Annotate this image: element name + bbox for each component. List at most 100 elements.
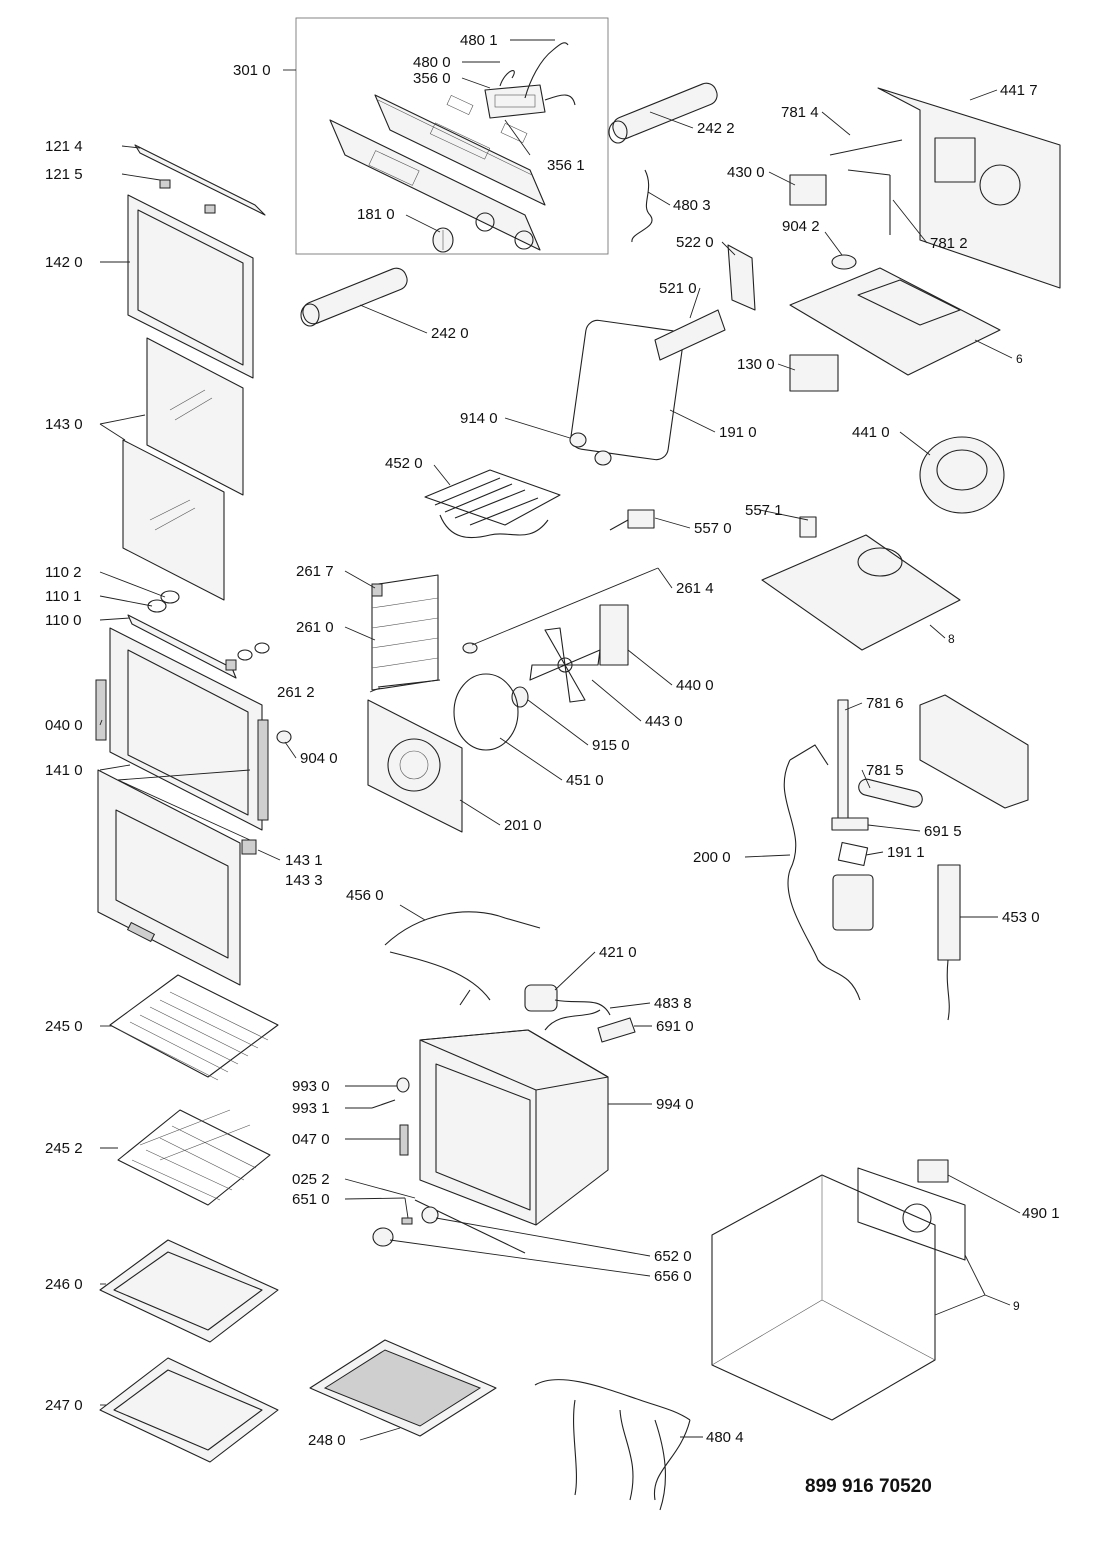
control-panel-frame: [295, 17, 609, 255]
label-440-0: 440 0: [676, 677, 714, 694]
outer-door-frame: [109, 627, 263, 831]
float-691-5: [831, 817, 869, 831]
tube-781-5: [858, 778, 923, 808]
document-number: 899 916 70520: [805, 1476, 932, 1497]
label-143-0: 143 0: [45, 416, 83, 433]
label-025-2: 025 2: [292, 1171, 330, 1188]
label-301-0: 301 0: [233, 62, 271, 79]
label-483-8: 483 8: [654, 995, 692, 1012]
handle-disc-110-1: [147, 599, 167, 613]
label-6: 6: [1016, 352, 1023, 366]
label-557-0: 557 0: [694, 520, 732, 537]
lamp-656-0: [372, 1227, 394, 1247]
lamp-651-0: [401, 1217, 413, 1225]
door-bracket: [241, 839, 257, 855]
water-tank: [832, 874, 874, 931]
thermostat-557-1: [799, 516, 817, 538]
door-top-profile: [134, 144, 266, 216]
part-labels: 301 0 480 1 480 0 356 0 356 1 181 0 242 …: [45, 32, 1060, 1449]
label-245-2: 245 2: [45, 1140, 83, 1157]
label-356-1: 356 1: [547, 157, 585, 174]
control-panel-back: [374, 94, 546, 206]
label-191-1: 191 1: [887, 844, 925, 861]
label-245-0: 245 0: [45, 1018, 83, 1035]
capacitor: [524, 984, 558, 1012]
label-247-0: 247 0: [45, 1397, 83, 1414]
label-143-3: 143 3: [285, 872, 323, 889]
label-915-0: 915 0: [592, 737, 630, 754]
label-781-2: 781 2: [930, 235, 968, 252]
label-261-0: 261 0: [296, 619, 334, 636]
back-panel: [877, 87, 1061, 289]
center-parts: [300, 82, 756, 1511]
label-130-0: 130 0: [737, 356, 775, 373]
seal-191-1: [837, 841, 869, 867]
label-691-5: 691 5: [924, 823, 962, 840]
relay-board-521-0: [654, 309, 726, 361]
door-handle: [127, 614, 237, 679]
door-bumper: [276, 730, 292, 744]
electronic-board: [484, 84, 546, 119]
door-hinge-right: [257, 719, 269, 821]
label-480-1: 480 1: [460, 32, 498, 49]
label-141-0: 141 0: [45, 762, 83, 779]
label-656-0: 656 0: [654, 1268, 692, 1285]
label-781-5: 781 5: [866, 762, 904, 779]
label-904-0: 904 0: [300, 750, 338, 767]
label-441-7: 441 7: [1000, 82, 1038, 99]
handle-disc-110-2: [160, 590, 180, 604]
label-200-0: 200 0: [693, 849, 731, 866]
thermostat-557-0: [627, 509, 655, 529]
lamp-holder-652-0: [421, 1206, 439, 1224]
label-994-0: 994 0: [656, 1096, 694, 1113]
label-246-0: 246 0: [45, 1276, 83, 1293]
leader-lines: [99, 39, 1021, 1441]
power-cable: [544, 999, 611, 1031]
tube-781-4: [829, 139, 903, 156]
label-993-0: 993 0: [292, 1078, 330, 1095]
label-781-6: 781 6: [866, 695, 904, 712]
tangential-fan-242-2: [612, 82, 718, 140]
label-201-0: 201 0: [504, 817, 542, 834]
accessories: [99, 974, 497, 1463]
label-142-0: 142 0: [45, 254, 83, 271]
label-121-4: 121 4: [45, 138, 83, 155]
tangential-fan-242-0: [302, 267, 408, 325]
middle-door-glass: [146, 337, 244, 496]
label-261-7: 261 7: [296, 563, 334, 580]
screw-993-0: [396, 1077, 410, 1093]
hinge-strip: [399, 1124, 409, 1156]
tube-781-6: [837, 699, 849, 821]
door-clip-2: [204, 204, 216, 214]
label-356-0: 356 0: [413, 70, 451, 87]
oven-cavity: [419, 1029, 609, 1226]
label-110-2: 110 2: [45, 564, 81, 581]
door-parts: [95, 144, 292, 986]
baking-tray: [99, 1239, 279, 1343]
screw-993-1: [371, 1099, 396, 1109]
label-480-3: 480 3: [673, 197, 711, 214]
rack-rail: [377, 679, 441, 688]
label-451-0: 451 0: [566, 772, 604, 789]
label-261-4: 261 4: [676, 580, 714, 597]
fan-blade: [529, 627, 601, 703]
grommet: [831, 254, 857, 270]
bracket-plate: [919, 694, 1029, 809]
label-652-0: 652 0: [654, 1248, 692, 1265]
label-110-1: 110 1: [45, 588, 81, 605]
label-490-1: 490 1: [1022, 1205, 1060, 1222]
label-421-0: 421 0: [599, 944, 637, 961]
label-047-0: 047 0: [292, 1131, 330, 1148]
door-gasket: [570, 319, 684, 461]
door-clip-1: [159, 179, 171, 189]
circular-heating-element: [453, 673, 519, 751]
motor-430-0: [789, 174, 827, 206]
door-hinge-left: [95, 679, 107, 741]
label-453-0: 453 0: [1002, 909, 1040, 926]
wire-480-0: [499, 70, 515, 87]
oven-back-frame: [857, 1167, 966, 1261]
label-242-2: 242 2: [697, 120, 735, 137]
rack-clip: [371, 583, 383, 597]
inner-door-glass-framed: [127, 194, 254, 379]
component-490-1: [917, 1159, 949, 1183]
